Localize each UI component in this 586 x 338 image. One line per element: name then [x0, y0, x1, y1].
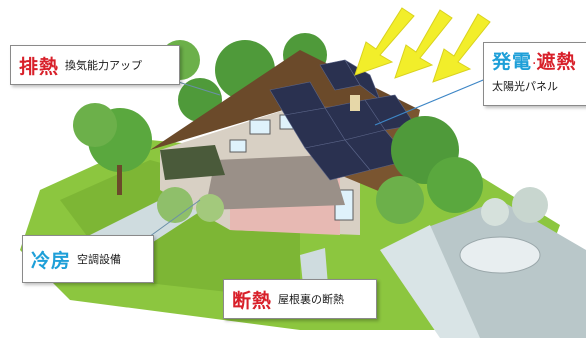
sun-ray-arrows [354, 7, 491, 83]
window [229, 139, 247, 153]
callout-insulation-desc: 屋根裏の断熱 [278, 293, 345, 306]
callout-exhaust-desc: 換気能力アップ [65, 59, 143, 72]
callout-generation: 発電·遮熱 太陽光パネル [483, 42, 586, 106]
callout-insulation: 断熱 屋根裏の断熱 [223, 279, 377, 319]
foreground-trees [73, 103, 548, 226]
callout-generation-title-a: 発電 [492, 51, 533, 73]
skylight [350, 95, 360, 111]
sun-ray-arrow [432, 13, 491, 83]
callout-cooling-title: 冷房 [31, 249, 72, 272]
sidewalk [380, 225, 480, 338]
leader-line [374, 77, 489, 126]
callout-generation-desc: 太陽光パネル [492, 80, 558, 93]
terrace-roof [205, 155, 345, 210]
callout-exhaust: 排熱 換気能力アップ [10, 45, 180, 85]
sun-ray-arrow [354, 7, 415, 76]
callout-cooling: 冷房 空調設備 [22, 235, 154, 283]
callout-cooling-desc: 空調設備 [77, 253, 122, 266]
callout-generation-sep: · [532, 56, 537, 72]
window [249, 119, 271, 135]
callout-insulation-title: 断熱 [232, 289, 273, 312]
callout-generation-title-b: 遮熱 [536, 51, 577, 73]
carport-roof [160, 145, 225, 180]
car [459, 236, 541, 274]
sun-ray-arrow [394, 9, 453, 79]
callout-exhaust-title: 排熱 [19, 55, 60, 78]
